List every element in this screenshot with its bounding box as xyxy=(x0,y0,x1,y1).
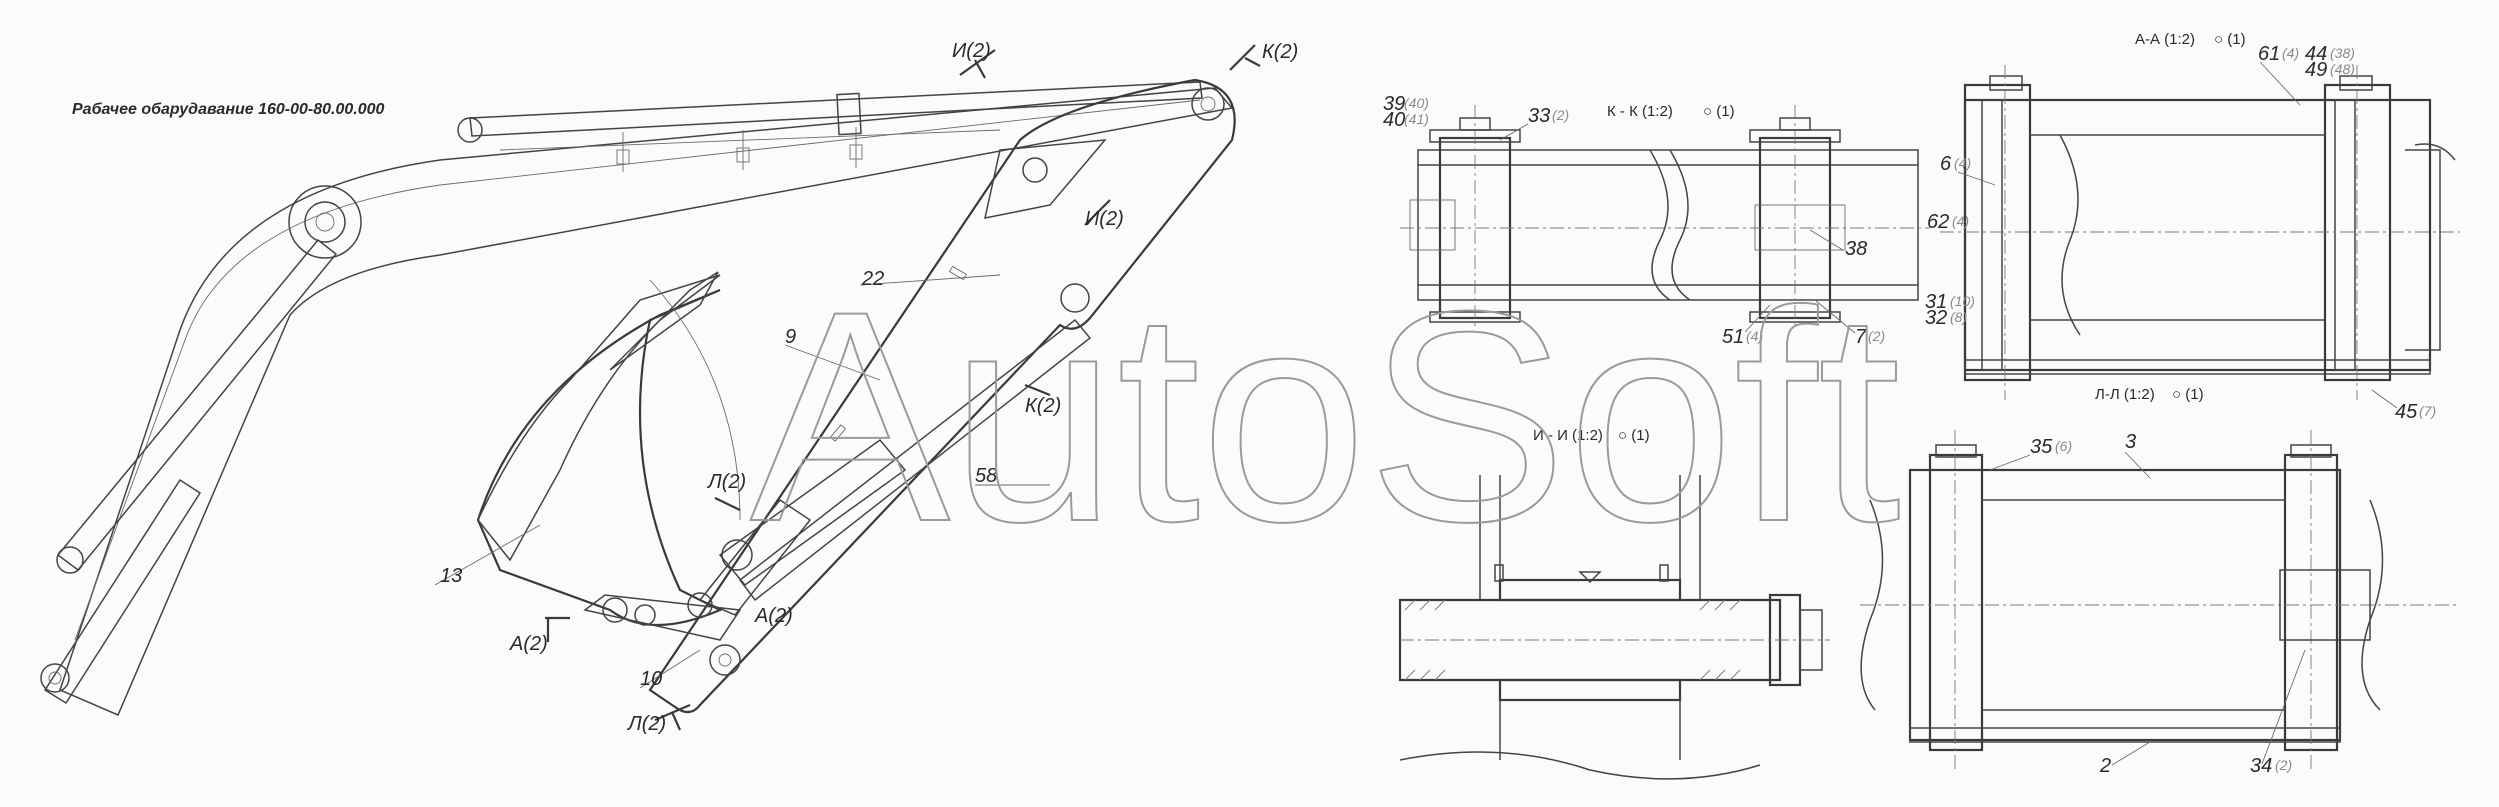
section-kk-title: К - К (1:2) xyxy=(1607,103,1673,120)
section-ii-title: И - И (1:2) xyxy=(1533,427,1603,444)
kk-callouts: 39(40) 40(41) 33(2) 38 51(4) 7(2) xyxy=(1383,93,1885,348)
svg-text:58: 58 xyxy=(975,465,997,487)
svg-text:(4): (4) xyxy=(1952,213,1969,229)
svg-text:51: 51 xyxy=(1722,326,1744,348)
svg-text:3: 3 xyxy=(2125,431,2136,453)
section-mark-k-mid: К(2) xyxy=(1024,383,1061,417)
section-kk-sym: ○ (1) xyxy=(1703,103,1735,120)
svg-text:44: 44 xyxy=(2305,43,2327,65)
svg-text:(10): (10) xyxy=(1950,293,1975,309)
svg-text:61: 61 xyxy=(2258,43,2280,65)
part-label-22: 22 xyxy=(859,268,1001,290)
svg-text:А(2): А(2) xyxy=(754,605,793,627)
svg-text:45: 45 xyxy=(2395,401,2418,423)
section-ll-title: Л-Л (1:2) xyxy=(2095,386,2155,403)
svg-text:(40): (40) xyxy=(1404,95,1429,111)
svg-text:49: 49 xyxy=(2305,59,2327,81)
section-marks: И(2) К(2) И(2) К(2) Л(2) А(2) А(2) Л(2) xyxy=(509,40,1298,735)
svg-text:(48): (48) xyxy=(2330,61,2355,77)
svg-text:(4): (4) xyxy=(2282,45,2299,61)
svg-text:32: 32 xyxy=(1925,307,1947,329)
svg-text:А(2): А(2) xyxy=(509,633,548,655)
section-kk-view: К - К (1:2) ○ (1) 39(40) 40(41) 33(2) 38… xyxy=(1383,93,1930,348)
svg-text:Л(2): Л(2) xyxy=(706,471,746,493)
svg-text:31: 31 xyxy=(1925,291,1947,313)
svg-text:35: 35 xyxy=(2030,436,2053,458)
svg-text:К(2): К(2) xyxy=(1262,41,1298,63)
svg-text:22: 22 xyxy=(861,268,884,290)
svg-text:13: 13 xyxy=(440,565,462,587)
section-ii-view: И - И (1:2) ○ (1) xyxy=(1398,427,1830,780)
svg-text:38: 38 xyxy=(1845,238,1867,260)
svg-text:К(2): К(2) xyxy=(1025,395,1061,417)
main-side-view xyxy=(40,78,1236,716)
svg-text:7: 7 xyxy=(1855,326,1867,348)
svg-text:(6): (6) xyxy=(2055,438,2072,454)
svg-text:2: 2 xyxy=(2099,755,2111,777)
svg-text:(2): (2) xyxy=(1552,107,1569,123)
section-aa-sym: ○ (1) xyxy=(2214,31,2246,48)
section-ii-sym: ○ (1) xyxy=(1618,427,1650,444)
part-label-9: 9 xyxy=(784,326,881,381)
assembly-note: Рабачее обарудавание 160-00-80.00.000 xyxy=(72,101,385,118)
svg-text:(2): (2) xyxy=(2275,757,2292,773)
svg-text:Л(2): Л(2) xyxy=(626,713,666,735)
main-view-part-labels: 22 9 58 13 10 xyxy=(434,268,1050,690)
section-ll-view: Л-Л (1:2) ○ (1) 35(6) 3 2 34(2) xyxy=(1860,386,2460,777)
svg-text:(7): (7) xyxy=(2419,403,2436,419)
svg-text:62: 62 xyxy=(1927,211,1949,233)
part-label-13: 13 xyxy=(434,524,541,587)
svg-text:34: 34 xyxy=(2250,755,2272,777)
svg-text:39: 39 xyxy=(1383,93,1405,115)
svg-text:9: 9 xyxy=(785,326,796,348)
svg-text:(4): (4) xyxy=(1746,328,1763,344)
section-mark-l-upper: Л(2) xyxy=(706,471,746,511)
svg-text:И(2): И(2) xyxy=(952,40,991,62)
aa-callouts: 61(4) 44(38) 49(48) 6(4) 62(4) 31(10) 32… xyxy=(1925,43,2436,423)
watermark-text: AutoSoft xyxy=(750,248,1902,584)
section-aa-view: А-А (1:2) ○ (1) 61(4) 44(38) 49(48) 6(4)… xyxy=(1925,31,2460,423)
section-aa-title: А-А (1:2) xyxy=(2135,31,2195,48)
svg-text:И(2): И(2) xyxy=(1085,208,1124,230)
part-label-58: 58 xyxy=(975,465,1050,487)
ll-callouts: 35(6) 3 2 34(2) xyxy=(1989,431,2306,777)
section-ll-sym: ○ (1) xyxy=(2172,386,2204,403)
part-label-10: 10 xyxy=(639,649,701,690)
section-mark-l-lower: Л(2) xyxy=(626,703,691,735)
section-mark-i-top: И(2) xyxy=(952,40,996,79)
svg-text:(2): (2) xyxy=(1868,328,1885,344)
section-mark-i-mid: И(2) xyxy=(1084,199,1124,230)
svg-text:10: 10 xyxy=(640,668,662,690)
svg-text:(41): (41) xyxy=(1404,111,1429,127)
svg-text:(38): (38) xyxy=(2330,45,2355,61)
svg-text:40: 40 xyxy=(1383,109,1405,131)
svg-text:(8): (8) xyxy=(1950,309,1967,325)
section-mark-a-left: А(2) xyxy=(509,616,570,655)
svg-text:(4): (4) xyxy=(1954,155,1971,171)
section-mark-a-right: А(2) xyxy=(754,605,793,627)
svg-text:33: 33 xyxy=(1528,105,1550,127)
section-mark-k-top: К(2) xyxy=(1229,41,1298,71)
svg-text:6: 6 xyxy=(1940,153,1952,175)
